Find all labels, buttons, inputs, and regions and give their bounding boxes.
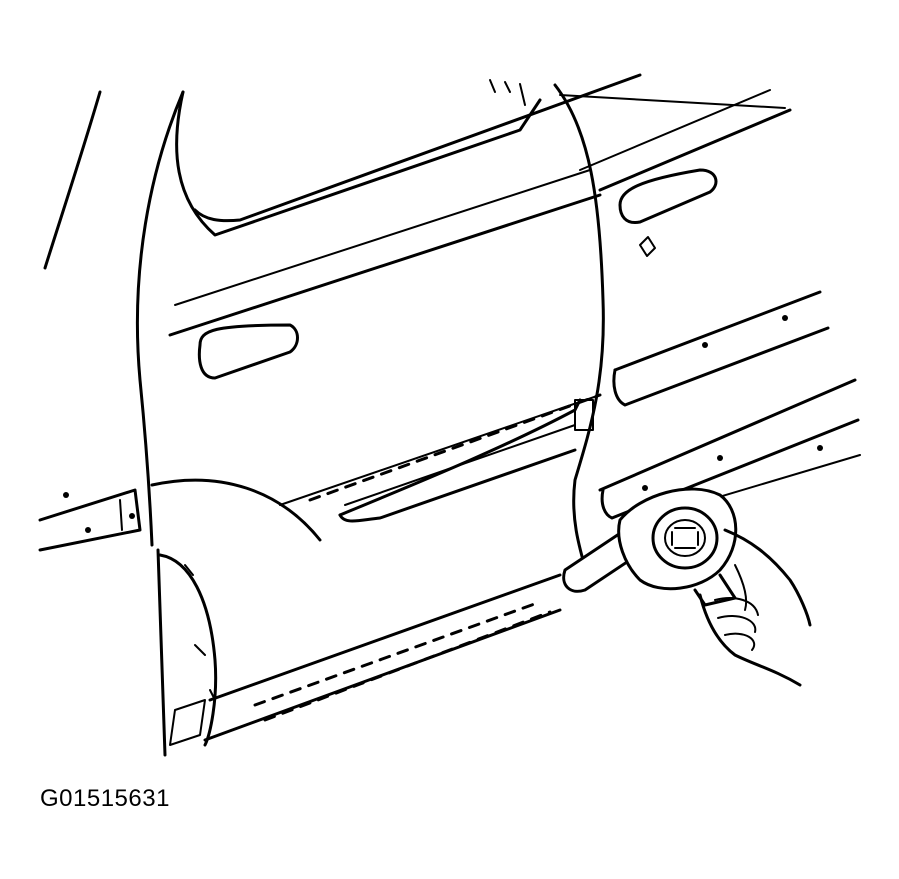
front-door-panel [559, 89, 861, 526]
rear-wheel-liner [156, 548, 218, 757]
figure-id-label: G01515631 [40, 785, 170, 812]
heat-gun [562, 487, 738, 607]
rocker-molding-strip [203, 573, 562, 742]
hand-holding-heat-gun [698, 528, 812, 687]
rear-door-panel [150, 73, 642, 587]
rear-quarter-panel [38, 90, 185, 552]
rear-door-molding [308, 393, 602, 523]
